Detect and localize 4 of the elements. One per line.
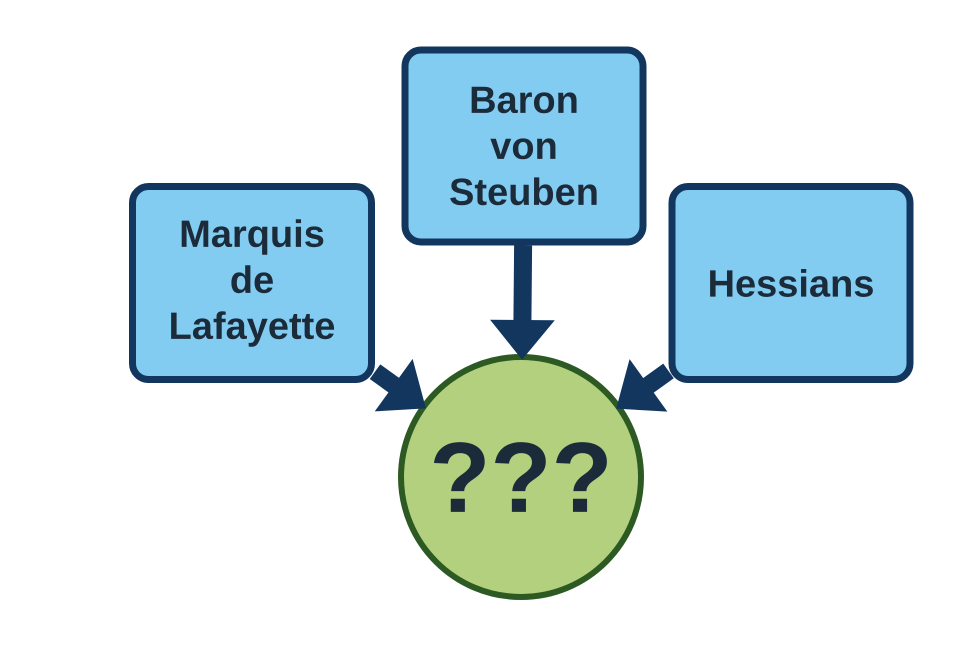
label-box: Baron von Steuben xyxy=(402,46,646,246)
label-box: Marquis de Lafayette xyxy=(129,183,375,383)
label-box: Hessians xyxy=(668,183,914,383)
circle-node: ??? xyxy=(398,354,644,600)
